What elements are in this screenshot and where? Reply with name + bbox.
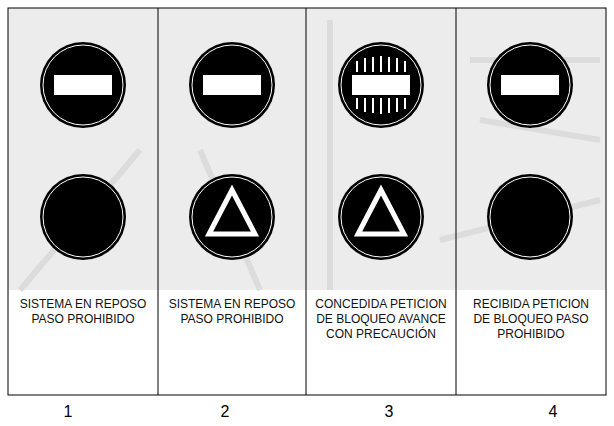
caption-text: SISTEMA EN REPOSO PASO PROHIBIDO [15, 297, 151, 327]
caption-text: RECIBIDA PETICION DE BLOQUEO PASO PROHIB… [463, 297, 599, 342]
panel-number: 3 [385, 403, 394, 421]
photo-texture [20, 20, 600, 290]
panel-number: 1 [64, 403, 73, 421]
panel-dividers [158, 8, 456, 395]
caption-cell: RECIBIDA PETICION DE BLOQUEO PASO PROHIB… [457, 291, 605, 394]
photo-background [8, 8, 606, 290]
panel-number: 4 [549, 403, 558, 421]
caption-cell: SISTEMA EN REPOSO PASO PROHIBIDO [9, 291, 157, 394]
caption-cell: CONCEDIDA PETICION DE BLOQUEO AVANCE CON… [307, 291, 455, 394]
caption-text: SISTEMA EN REPOSO PASO PROHIBIDO [165, 297, 299, 327]
frame [8, 8, 606, 395]
caption-text: CONCEDIDA PETICION DE BLOQUEO AVANCE CON… [313, 297, 449, 342]
panel-number: 2 [221, 403, 230, 421]
caption-cell: SISTEMA EN REPOSO PASO PROHIBIDO [159, 291, 305, 394]
